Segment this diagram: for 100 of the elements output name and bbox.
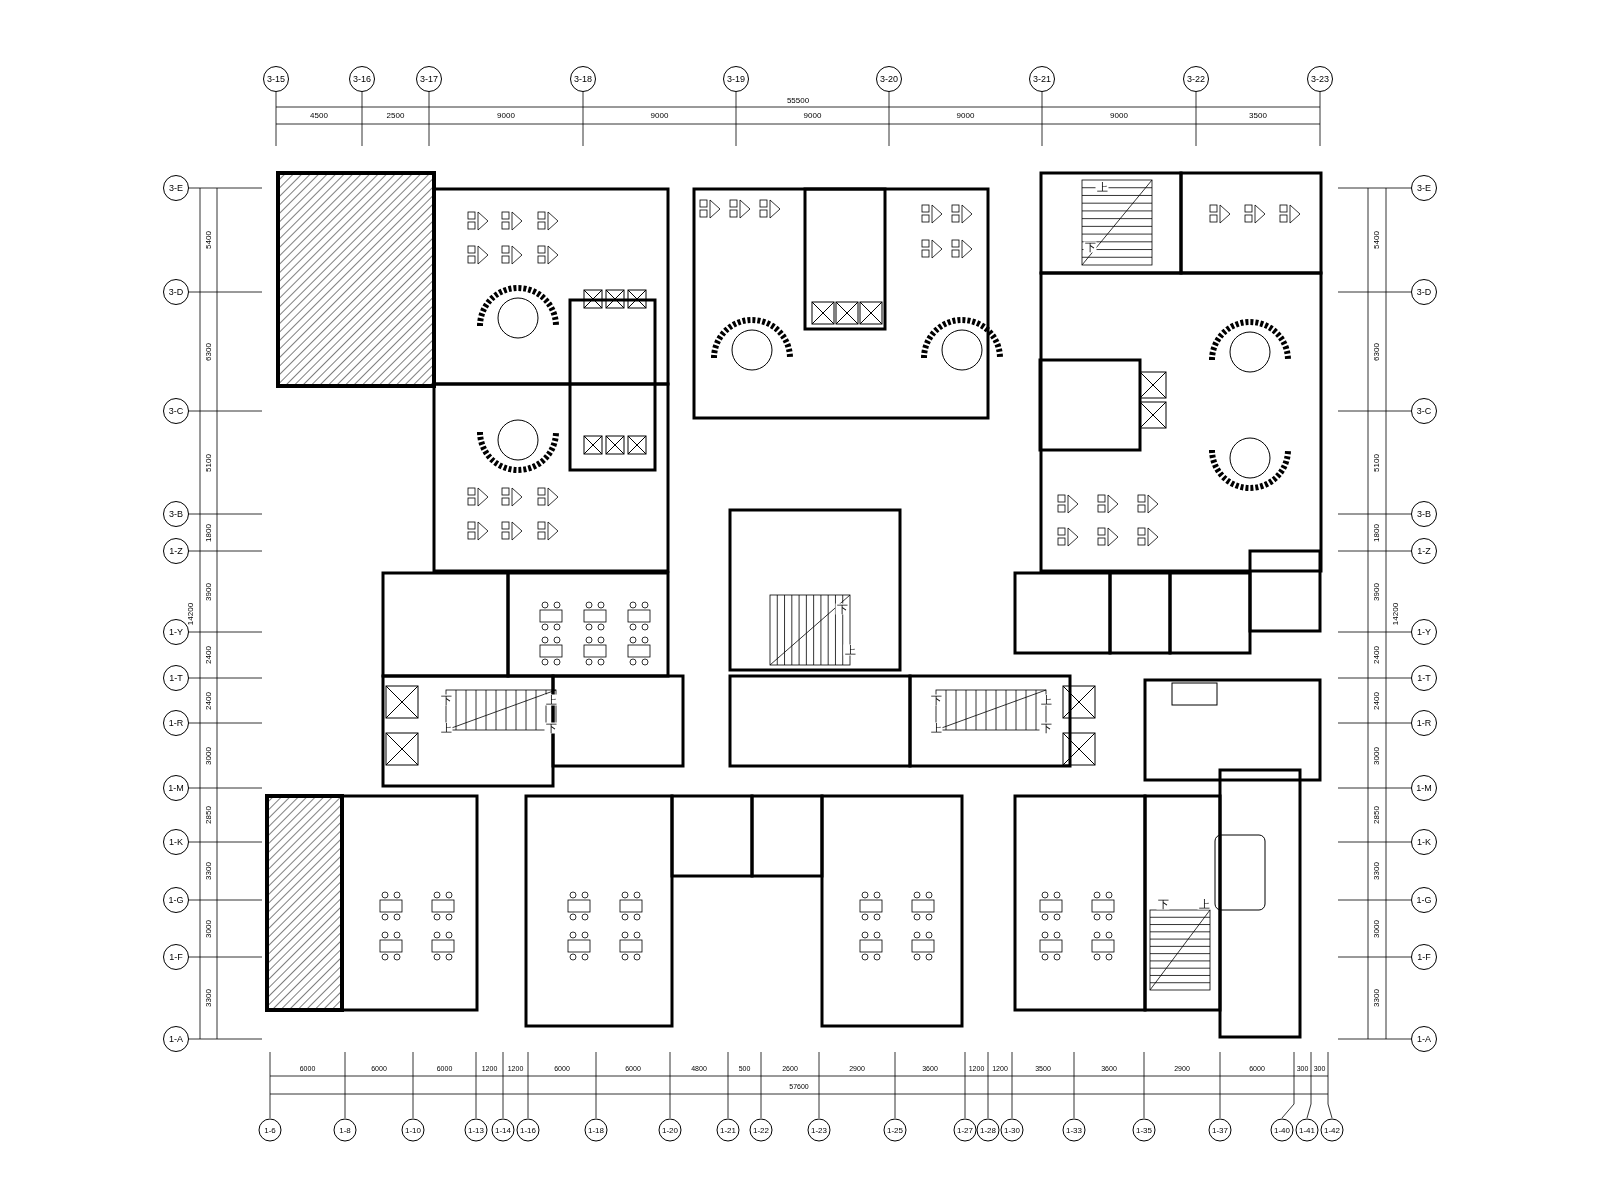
axis-bubble: 3-B xyxy=(1411,501,1437,527)
dimension-text: 3000 xyxy=(1373,919,1381,938)
axis-bubble: 1-A xyxy=(163,1026,189,1052)
axis-bubble: 1-M xyxy=(1411,775,1437,801)
axis-bubble: 3-B xyxy=(163,501,189,527)
stair-direction-text: 下 xyxy=(544,722,558,734)
axis-bubble: 1-33 xyxy=(1062,1118,1086,1142)
axis-bubble: 1-F xyxy=(1411,944,1437,970)
axis-bubble: 1-T xyxy=(1411,665,1437,691)
dimension-text: 3500 xyxy=(1249,112,1267,120)
axis-bubble: 1-Z xyxy=(163,538,189,564)
axis-bubble: 1-R xyxy=(163,710,189,736)
stair-direction-text: 上 xyxy=(544,694,558,706)
axis-bubble: 3-15 xyxy=(263,66,289,92)
axis-bubble: 3-C xyxy=(163,398,189,424)
axis-bubble: 1-23 xyxy=(807,1118,831,1142)
dimension-text: 3000 xyxy=(205,919,213,938)
stair-direction-text: 下 xyxy=(835,603,849,615)
axis-bubble: 3-18 xyxy=(570,66,596,92)
dimension-text: 2400 xyxy=(1373,691,1381,710)
axis-bubble: 1-21 xyxy=(716,1118,740,1142)
dimension-text: 9000 xyxy=(497,112,515,120)
stair-direction-text: 下 xyxy=(1156,898,1170,910)
axis-bubble: 1-22 xyxy=(749,1118,773,1142)
dimension-text: 2500 xyxy=(386,112,405,120)
dimension-text: 3300 xyxy=(1373,989,1381,1007)
axis-bubble: 1-K xyxy=(163,829,189,855)
dimension-text: 3300 xyxy=(205,862,213,880)
axis-bubble: 1-G xyxy=(1411,887,1437,913)
axis-bubble: 3-23 xyxy=(1307,66,1333,92)
stair-direction-text: 下 xyxy=(1083,241,1097,253)
stair-direction-text: 下 xyxy=(1039,722,1053,734)
axis-bubble: 1-40 xyxy=(1270,1118,1294,1142)
axis-bubble: 1-18 xyxy=(584,1118,608,1142)
axis-bubble: 3-D xyxy=(1411,279,1437,305)
dimension-text: 5100 xyxy=(1373,453,1381,472)
axis-bubble: 3-16 xyxy=(349,66,375,92)
dimension-text: 2400 xyxy=(205,691,213,710)
stair-direction-text: 上 xyxy=(843,644,857,656)
dimension-text: 5400 xyxy=(205,231,213,249)
axis-bubble: 1-27 xyxy=(953,1118,977,1142)
stair-direction-text: 上 xyxy=(1095,181,1109,193)
axis-bubble: 1-16 xyxy=(516,1118,540,1142)
axis-bubble: 3-20 xyxy=(876,66,902,92)
dimension-text: 9000 xyxy=(1110,112,1128,120)
stair-direction-text: 上 xyxy=(1197,898,1211,910)
dimension-text: 3900 xyxy=(205,582,213,601)
stair-direction-text: 上 xyxy=(929,722,943,734)
axis-bubble: 3-17 xyxy=(416,66,442,92)
dimension-text: 9000 xyxy=(956,112,975,120)
axis-bubble: 3-E xyxy=(1411,175,1437,201)
axis-bubble: 3-E xyxy=(163,175,189,201)
axis-bubble: 3-21 xyxy=(1029,66,1055,92)
axis-bubble: 1-35 xyxy=(1132,1118,1156,1142)
dimension-text: 55500 xyxy=(786,97,810,105)
dimension-text: 4500 xyxy=(310,112,328,120)
axis-bubble: 1-Y xyxy=(1411,619,1437,645)
axis-bubble: 3-19 xyxy=(723,66,749,92)
dimension-text: 3000 xyxy=(205,746,213,765)
axis-bubble: 3-D xyxy=(163,279,189,305)
stair-direction-text: 上 xyxy=(439,722,453,734)
dimension-text: 6300 xyxy=(205,342,213,361)
axis-bubble: 3-22 xyxy=(1183,66,1209,92)
axis-bubble: 1-8 xyxy=(333,1118,357,1142)
axis-bubble: 1-K xyxy=(1411,829,1437,855)
axis-bubble: 1-25 xyxy=(883,1118,907,1142)
axis-bubble: 1-Y xyxy=(163,619,189,645)
axis-bubble: 1-G xyxy=(163,887,189,913)
axis-bubble: 1-F xyxy=(163,944,189,970)
dimension-text: 3300 xyxy=(205,989,213,1007)
axis-bubble: 1-41 xyxy=(1295,1118,1319,1142)
dimension-text: 1800 xyxy=(1373,523,1381,542)
dimension-text: 3000 xyxy=(1373,746,1381,765)
axis-bubble: 1-20 xyxy=(658,1118,682,1142)
axis-bubble: 1-6 xyxy=(258,1118,282,1142)
dimension-text: 5400 xyxy=(1373,231,1381,249)
axis-bubble: 1-R xyxy=(1411,710,1437,736)
axis-bubble: 1-Z xyxy=(1411,538,1437,564)
axis-bubble: 3-C xyxy=(1411,398,1437,424)
dimension-text: 2850 xyxy=(1373,806,1381,824)
axis-bubble: 1-A xyxy=(1411,1026,1437,1052)
axis-bubble: 1-30 xyxy=(1000,1118,1024,1142)
dimension-text: 9000 xyxy=(650,112,669,120)
axis-bubble: 1-M xyxy=(163,775,189,801)
dimension-text: 9000 xyxy=(803,112,822,120)
dimension-text: 1800 xyxy=(205,523,213,542)
dimension-text: 2400 xyxy=(1373,646,1381,664)
dimension-text: 3900 xyxy=(1373,582,1381,601)
stair-direction-text: 下 xyxy=(929,694,943,706)
dimension-text: 5100 xyxy=(205,453,213,472)
axis-bubble: 1-28 xyxy=(976,1118,1000,1142)
axis-bubble: 1-T xyxy=(163,665,189,691)
axis-bubble: 1-13 xyxy=(464,1118,488,1142)
stair-direction-text: 下 xyxy=(439,694,453,706)
axis-bubble: 1-42 xyxy=(1320,1118,1344,1142)
axis-bubble: 1-14 xyxy=(491,1118,515,1142)
stair-direction-text: 上 xyxy=(1039,694,1053,706)
dimension-text: 14200 xyxy=(1392,602,1400,625)
dimension-text: 2400 xyxy=(205,646,213,664)
dimension-text: 3300 xyxy=(1373,862,1381,880)
